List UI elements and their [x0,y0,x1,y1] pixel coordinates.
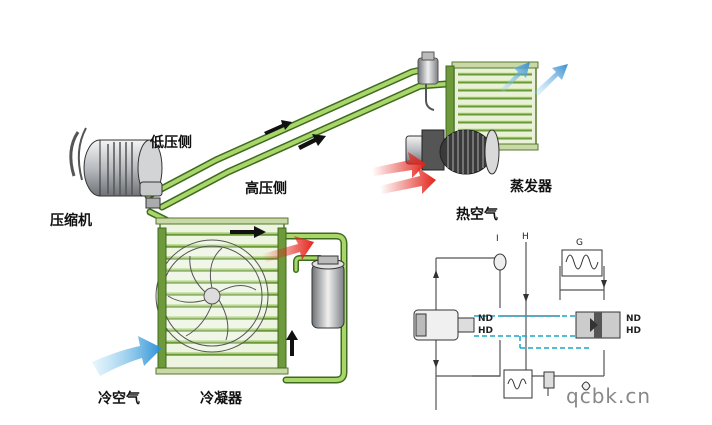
cold-air-arrow [92,336,162,376]
flow-arrows [230,120,326,356]
label-hot-air: 热空气 [456,207,498,223]
receiver-drier [311,255,345,329]
flow-arrow-high [298,134,326,150]
schematic-evaporator-coil [561,249,603,277]
schematic [413,242,621,410]
hot-refrigerant-arrow [262,236,314,262]
schematic-label-i: I [496,234,499,244]
label-cold-air: 冷空气 [98,391,140,407]
schematic-condenser-coil [503,369,533,399]
blower-fan [405,129,500,175]
schematic-dashed-line [474,315,590,349]
schematic-hd-right: HD [626,326,642,336]
label-compressor: 压缩机 [50,213,92,229]
schematic-hd-left: HD [478,326,494,336]
condenser-fan [155,239,269,353]
schematic-label-g: G [576,238,583,248]
schematic-drier [543,371,555,389]
schematic-compressor-icon [413,309,475,341]
schematic-nd-right: ND [626,314,642,324]
label-high-side: 高压侧 [245,181,287,197]
hot-air-arrows [372,152,436,194]
condenser [155,217,289,375]
schematic-valve-icon [575,311,621,339]
schematic-label-h: H [522,232,529,242]
expansion-valve [417,51,439,111]
flow-arrow-up [286,330,298,356]
schematic-valve-i [493,253,507,271]
label-evaporator: 蒸发器 [510,179,552,195]
cool-air-outlet-arrows [500,62,568,96]
schematic-nd-left: ND [478,314,494,324]
compressor [69,127,163,209]
label-low-side: 低压侧 [150,135,192,151]
flow-arrow-condenser [230,226,266,238]
label-condenser: 冷凝器 [200,391,242,407]
watermark: qcbk.cn [566,384,651,408]
high-pressure-pipe [158,80,450,211]
flow-arrow-low [264,120,292,135]
